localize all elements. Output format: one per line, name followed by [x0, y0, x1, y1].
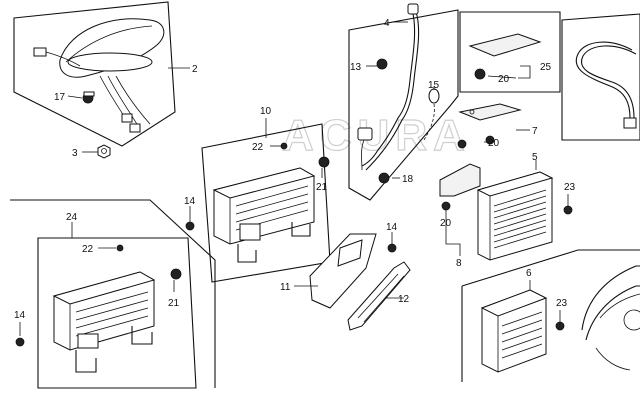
watermark-text: ACURA [282, 111, 471, 160]
bracket-part-12 [347, 261, 411, 331]
callout-25: 25 [540, 62, 552, 73]
nut-part-3 [97, 144, 111, 159]
callout-8: 8 [456, 258, 462, 269]
callout-3: 3 [72, 148, 78, 159]
callout-20-top: 20 [498, 74, 510, 85]
antenna-lead-group-box [348, 9, 459, 201]
callout-6: 6 [526, 268, 532, 279]
bracket-part-7 [457, 103, 522, 149]
callout-13: 13 [350, 62, 362, 73]
callout-17: 17 [54, 92, 66, 103]
left-inner-box [37, 237, 197, 389]
bolt-part-17 [82, 91, 95, 104]
callout-14-center: 14 [184, 196, 196, 207]
antenna-group-box [13, 1, 176, 147]
callout-23-top: 23 [564, 182, 576, 193]
left-outer-box [10, 199, 216, 388]
right-lower-box-top [461, 249, 640, 287]
cable-group-box [561, 13, 640, 141]
bracket-part-25 [468, 33, 542, 80]
bracket-part-8 [439, 163, 481, 211]
bracket-part-11 [309, 233, 377, 309]
bracket-group-box [459, 11, 561, 93]
callout-7: 7 [532, 126, 538, 137]
audio-unit-part-24 [15, 244, 182, 373]
callout-11: 11 [280, 282, 291, 293]
lead-dashed [423, 103, 435, 141]
callout-21-center: 21 [316, 182, 328, 193]
vehicle-silhouette [581, 265, 640, 371]
callout-12: 12 [398, 294, 410, 305]
callout-23-low: 23 [556, 298, 568, 309]
callout-14-right: 14 [386, 222, 398, 233]
callout-15: 15 [428, 80, 440, 91]
bolt-part-14-center [185, 221, 195, 231]
cable-assembly [575, 41, 637, 129]
control-unit-part-6 [480, 289, 565, 373]
shark-fin-antenna [33, 18, 165, 133]
callout-22-center: 22 [252, 142, 264, 153]
callout-24: 24 [66, 212, 78, 223]
callout-10: 10 [260, 106, 272, 117]
callout-20-mid: 20 [488, 138, 500, 149]
callout-22-left: 22 [82, 244, 94, 255]
audio-unit-part-10 [212, 142, 330, 263]
callout-21-left: 21 [168, 298, 180, 309]
callout-5: 5 [532, 152, 538, 163]
callout-14-left: 14 [14, 310, 26, 321]
callout-20-low: 20 [440, 218, 452, 229]
leader-lines [19, 21, 569, 336]
callout-2: 2 [192, 64, 198, 75]
bolt-part-14-right [387, 243, 397, 253]
control-unit-part-5 [476, 171, 573, 261]
callout-18: 18 [402, 174, 414, 185]
callout-4: 4 [384, 18, 390, 29]
